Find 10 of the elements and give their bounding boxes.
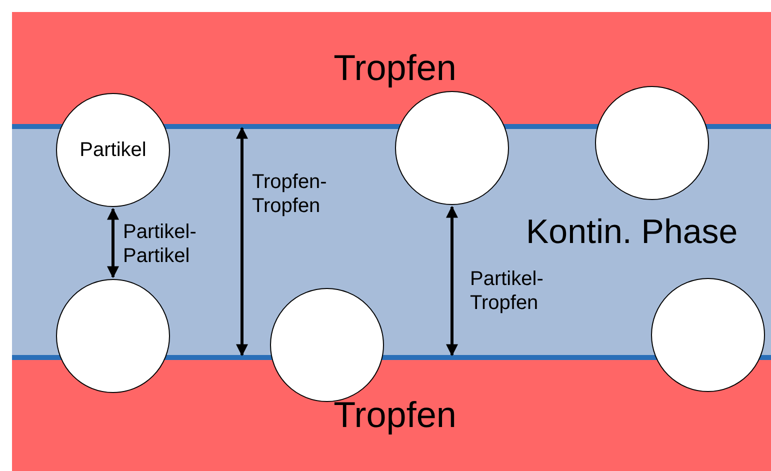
arrow — [107, 208, 119, 278]
edge-label: Partikel-Tropfen — [470, 267, 544, 315]
edge-label: Tropfen-Tropfen — [252, 170, 328, 218]
particle-label: Partikel — [80, 138, 146, 162]
edge-label: Partikel-Partikel — [123, 220, 198, 268]
arrow — [236, 126, 248, 356]
arrow — [446, 206, 458, 356]
phase-label: Kontin. Phase — [526, 213, 738, 252]
droplet-label: Tropfen — [334, 394, 456, 436]
droplet-label: Tropfen — [334, 47, 456, 90]
